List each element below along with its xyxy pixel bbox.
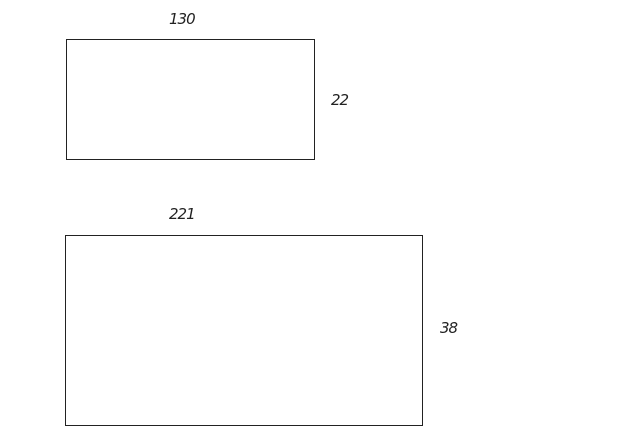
rectangle-1-height-label: 22 — [331, 91, 349, 109]
rectangle-2-height-label: 38 — [440, 319, 458, 337]
rectangle-1 — [66, 39, 315, 160]
rectangle-2-width-label: 221 — [169, 205, 196, 223]
rectangle-1-width-label: 130 — [169, 10, 196, 28]
rectangle-2 — [65, 235, 423, 426]
